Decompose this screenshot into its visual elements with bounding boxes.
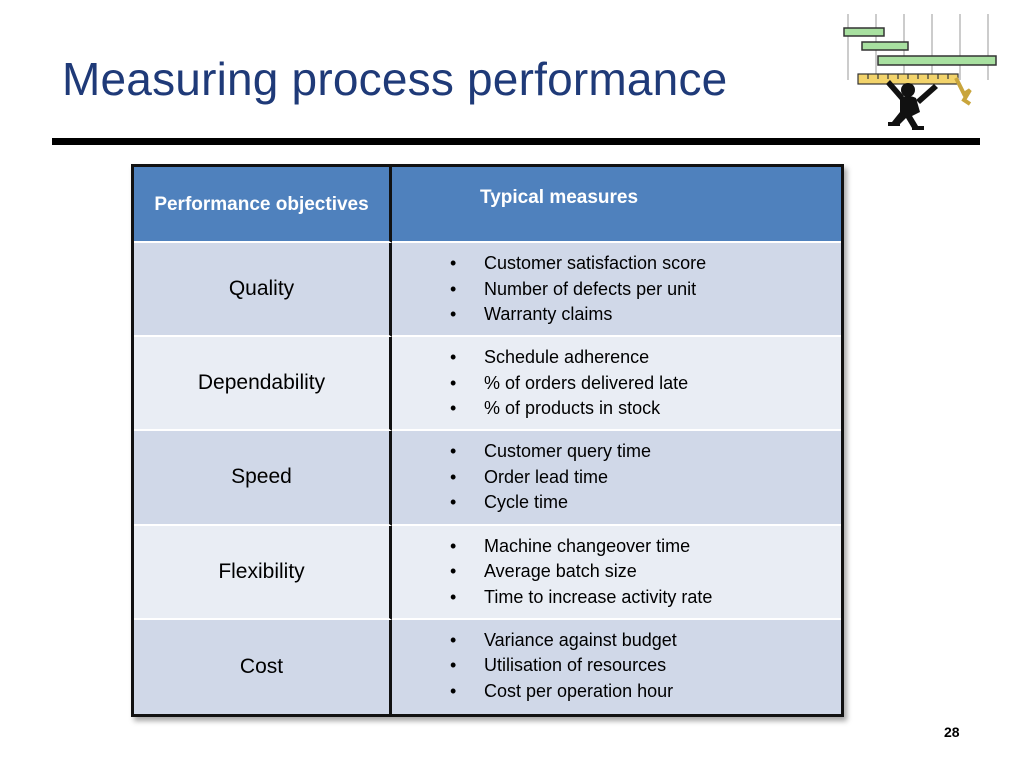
bullet-icon: •	[450, 629, 457, 650]
list-item: •Warranty claims	[450, 302, 841, 328]
bullet-icon: •	[450, 586, 457, 607]
objective-dependability: Dependability	[134, 337, 392, 432]
measures-quality: •Customer satisfaction score •Number of …	[392, 243, 841, 338]
list-item: •Average batch size	[450, 559, 841, 585]
bullet-icon: •	[450, 655, 457, 676]
list-item: •Time to increase activity rate	[450, 585, 841, 611]
objective-speed: Speed	[134, 431, 392, 526]
performance-table: Performance objectives Typical measures …	[131, 164, 844, 717]
list-item: •% of products in stock	[450, 396, 841, 422]
measures-flexibility: •Machine changeover time •Average batch …	[392, 525, 841, 620]
list-item: •Customer query time	[450, 439, 841, 465]
bullet-icon: •	[450, 278, 457, 299]
list-item: •Machine changeover time	[450, 534, 841, 560]
objective-flexibility: Flexibility	[134, 525, 392, 620]
bullet-icon: •	[450, 347, 457, 368]
page-number: 28	[944, 724, 960, 740]
list-item: •Order lead time	[450, 465, 841, 491]
list-item: •Customer satisfaction score	[450, 251, 841, 277]
list-item: •Utilisation of resources	[450, 653, 841, 679]
list-item: •Variance against budget	[450, 628, 841, 654]
list-item: •Cost per operation hour	[450, 679, 841, 705]
bullet-icon: •	[450, 561, 457, 582]
bullet-icon: •	[450, 535, 457, 556]
bullet-icon: •	[450, 492, 457, 513]
list-item: •Cycle time	[450, 490, 841, 516]
bullet-icon: •	[450, 680, 457, 701]
objective-cost: Cost	[134, 619, 392, 714]
header-typical-measures: Typical measures	[392, 167, 841, 243]
bullet-icon: •	[450, 441, 457, 462]
bullet-icon: •	[450, 372, 457, 393]
bullet-icon: •	[450, 304, 457, 324]
measures-speed: •Customer query time •Order lead time •C…	[392, 431, 841, 526]
slide-title: Measuring process performance	[62, 53, 728, 105]
objective-quality: Quality	[134, 243, 392, 338]
header-performance-objectives: Performance objectives	[134, 167, 392, 243]
measures-dependability: •Schedule adherence •% of orders deliver…	[392, 337, 841, 432]
measures-cost: •Variance against budget •Utilisation of…	[392, 619, 841, 714]
list-item: •Schedule adherence	[450, 345, 841, 371]
person-holding-ruler-with-gantt-bars-icon	[843, 14, 997, 130]
bullet-icon: •	[450, 398, 457, 419]
bullet-icon: •	[450, 466, 457, 487]
bullet-icon: •	[450, 253, 457, 273]
list-item: •% of orders delivered late	[450, 371, 841, 397]
title-divider	[52, 138, 980, 145]
list-item: •Number of defects per unit	[450, 277, 841, 303]
